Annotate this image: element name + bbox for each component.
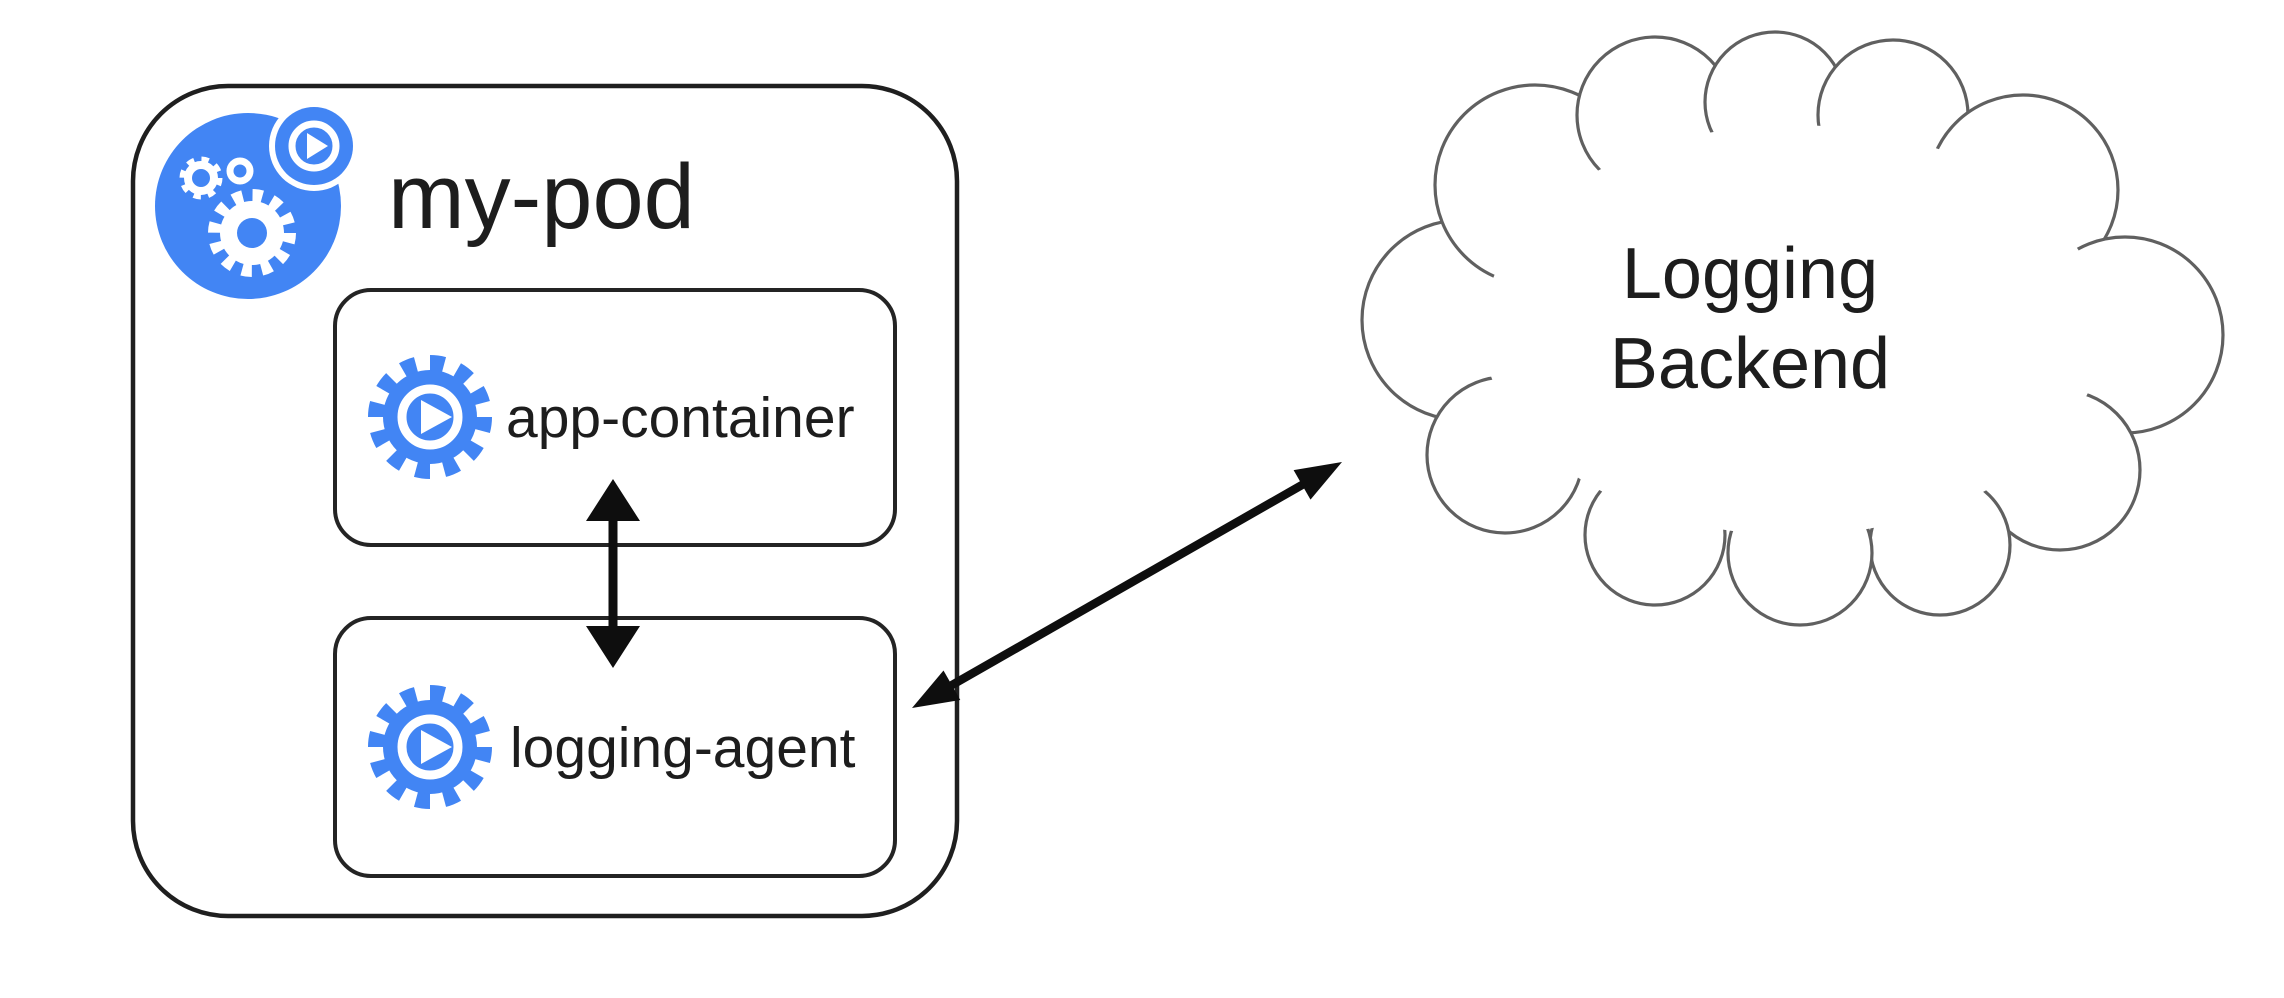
pod-icon-large-gear [208,189,296,277]
logging-agent-gear-icon [378,695,482,799]
app-container-label: app-container [506,386,855,450]
pod-icon-play-bubble [269,101,359,191]
logging-backend-cloud [1360,30,2225,627]
arrow-app-to-agent [586,479,640,668]
cloud-label-line2: Backend [1610,324,1890,404]
pod-label: my-pod [388,146,695,248]
logging-agent-label: logging-agent [510,716,856,780]
pod-icon-small-gear [179,156,223,200]
arrow-agent-to-backend [912,462,1342,708]
app-container-box: app-container [333,288,897,547]
pod-icon-dot [226,157,254,185]
kubernetes-pod-icon [152,101,359,302]
pod-group: my-pod app-container logging-agent [130,83,960,919]
app-container-gear-icon [378,365,482,469]
logging-agent-box: logging-agent [333,616,897,878]
cloud-label-line1: Logging [1622,234,1878,314]
